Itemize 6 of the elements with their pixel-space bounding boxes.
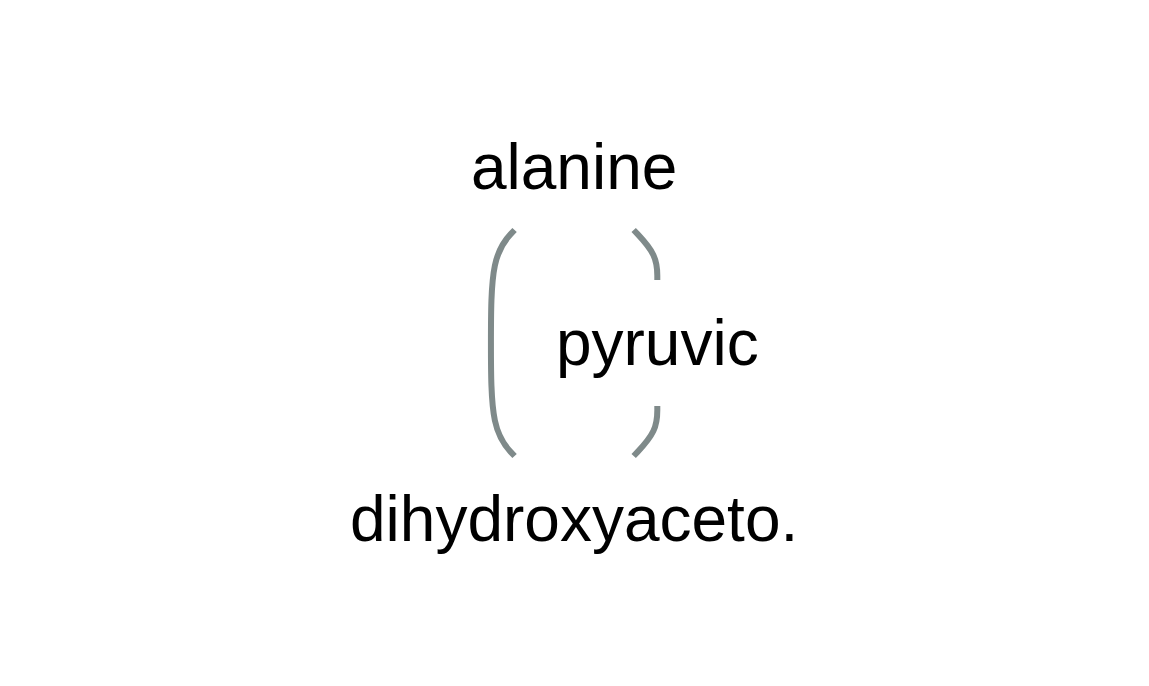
connector [631,227,661,280]
connector [631,406,661,459]
connector [488,227,518,459]
node-text: pyruvic [556,307,760,379]
node-text: alanine [471,131,678,203]
node-text: dihydroxyaceto. [350,483,799,555]
